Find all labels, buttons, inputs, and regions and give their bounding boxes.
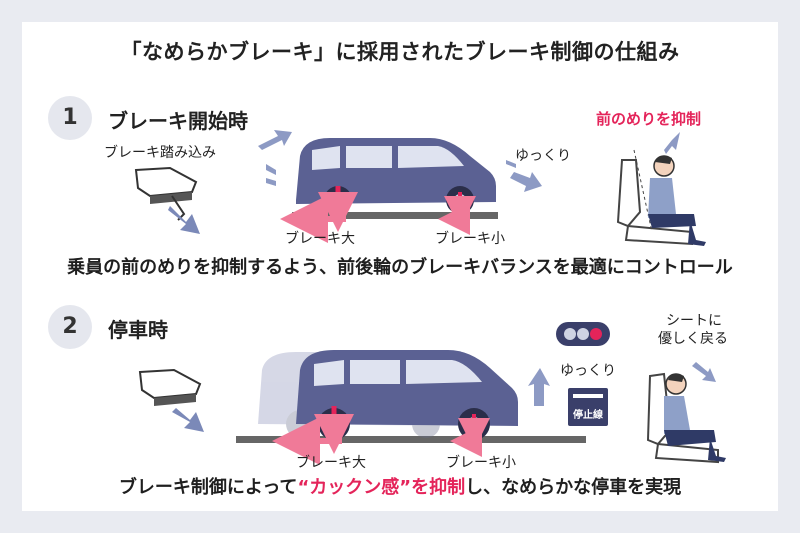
- pedal-foot-icon: [134, 166, 198, 221]
- diagram-title: 「なめらかブレーキ」に採用されたブレーキ制御の仕組み: [120, 40, 680, 64]
- slow-arrow-step2-icon: [528, 368, 550, 406]
- slow-arrow-step1-icon: [506, 160, 542, 192]
- traffic-light-icon: [556, 322, 610, 346]
- pedal-foot-step2-icon: [138, 368, 202, 400]
- step2-front-brake-label: ブレーキ大: [296, 455, 366, 471]
- passenger-step1-icon: [616, 149, 706, 246]
- car-step2-icon: [296, 350, 518, 440]
- step2-rear-brake-label: ブレーキ小: [446, 455, 516, 471]
- step1-rear-brake-label: ブレーキ小: [435, 231, 505, 247]
- brake-force-arrows-step1: [280, 186, 476, 243]
- step1-front-brake-label: ブレーキ大: [285, 231, 355, 247]
- step1-effect-label: 前のめりを抑制: [596, 110, 702, 128]
- step2-slow-label: ゆっくり: [560, 363, 616, 379]
- forward-motion-icon: [258, 130, 292, 186]
- step2-summary-part2: し、なめらかな停車を実現: [465, 477, 682, 498]
- step1-pedal-label: ブレーキ踏み込み: [104, 145, 216, 161]
- step1-badge: 1: [48, 96, 92, 140]
- step2-seat-label-line1: シートに: [666, 313, 722, 329]
- brake-force-arrows-step2: [272, 406, 490, 465]
- stop-line-sign: 停止線: [568, 388, 608, 426]
- car-step1-icon: [292, 138, 498, 219]
- step2-summary: ブレーキ制御によって“カックン感”を抑制し、なめらかな停車を実現: [0, 473, 800, 499]
- step1-title: ブレーキ開始時: [108, 109, 248, 133]
- step2-title: 停車時: [108, 318, 168, 342]
- stop-line-bar: [573, 394, 603, 398]
- pedal-down-arrow-icon: [168, 206, 200, 234]
- return-arrow-icon: [692, 362, 716, 382]
- step1-slow-label: ゆっくり: [515, 148, 571, 164]
- passenger-step2-icon: [646, 372, 726, 464]
- pedal-down-arrow-step2-icon: [172, 408, 204, 432]
- step2-seat-label-line2: 優しく戻る: [658, 331, 728, 347]
- lean-forward-arrow-icon: [664, 132, 680, 154]
- step2-badge: 2: [48, 305, 92, 349]
- step2-summary-part1: ブレーキ制御によって: [118, 477, 298, 498]
- step2-summary-highlight: “カックン感”を抑制: [297, 477, 466, 498]
- stop-line-label: 停止線: [573, 410, 603, 421]
- step1-summary: 乗員の前のめりを抑制するよう、前後輪のブレーキバランスを最適にコントロール: [67, 257, 733, 278]
